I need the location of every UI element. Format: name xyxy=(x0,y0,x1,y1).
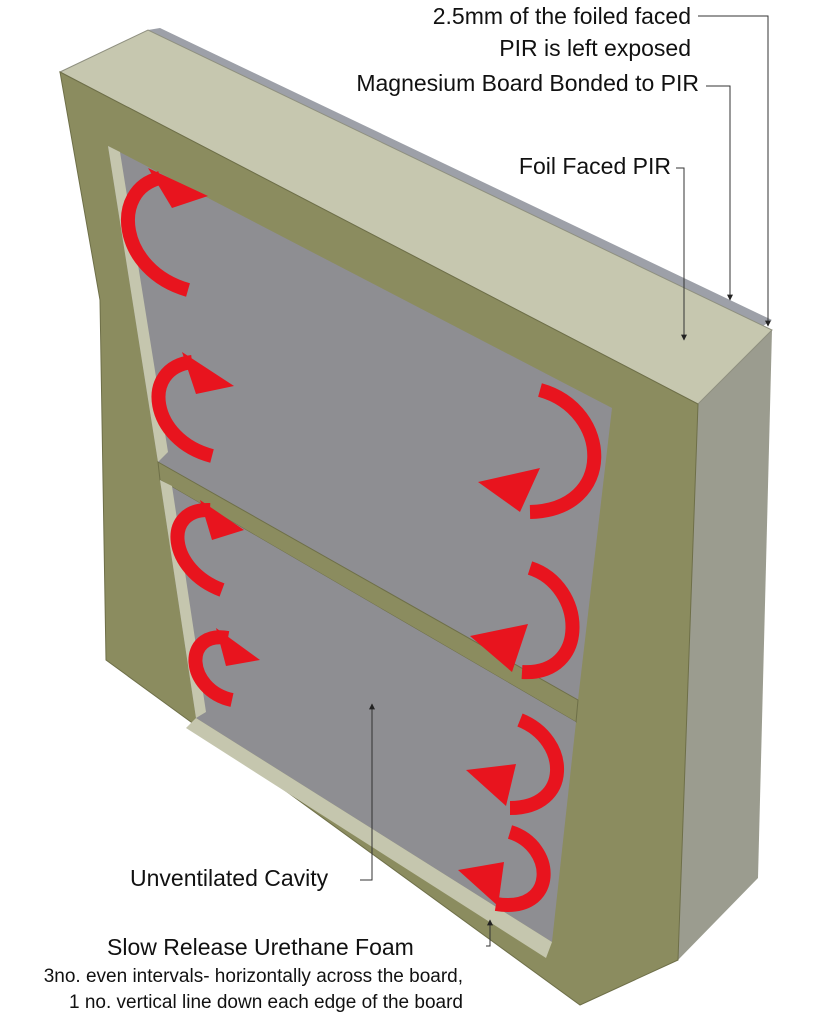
label-foam-note-line1: 3no. even intervals- horizontally across… xyxy=(43,966,463,987)
foam-arrow-left-4 xyxy=(188,630,234,707)
leader-magnesium xyxy=(706,85,733,301)
foam-arrows xyxy=(121,171,602,912)
upper-cavity xyxy=(108,146,612,700)
label-exposed-line1: 2.5mm of the foiled faced xyxy=(432,3,691,29)
leader-lines xyxy=(360,15,771,947)
foam-arrow-right-3 xyxy=(509,713,564,815)
magnesium-board-top-edge xyxy=(148,28,772,328)
leader-cavity xyxy=(360,703,375,881)
label-foil-faced-pir: Foil Faced PIR xyxy=(518,153,671,179)
label-foam-title: Slow Release Urethane Foam xyxy=(107,934,414,960)
foam-arrow-left-2 xyxy=(151,355,215,463)
foam-arrow-heads xyxy=(148,168,540,906)
lower-cavity-bevel-bottom xyxy=(186,718,552,958)
leader-foil xyxy=(676,167,687,341)
foam-arrow-right-2 xyxy=(521,561,580,680)
label-magnesium-board: Magnesium Board Bonded to PIR xyxy=(356,70,699,96)
label-foam-note-line2: 1 no. vertical line down each edge of th… xyxy=(69,992,463,1013)
foam-arrow-left-3 xyxy=(170,502,225,597)
label-exposed-line2: PIR is left exposed xyxy=(499,35,691,61)
leader-exposed xyxy=(698,15,771,327)
leader-foam xyxy=(486,919,493,947)
label-unventilated-cavity: Unventilated Cavity xyxy=(130,865,329,891)
lower-cavity xyxy=(160,480,576,942)
board-side-face xyxy=(678,330,772,960)
foam-arrow-left-1 xyxy=(121,171,191,297)
foam-arrow-right-4 xyxy=(494,825,551,912)
foam-arrow-right-1 xyxy=(529,383,602,519)
